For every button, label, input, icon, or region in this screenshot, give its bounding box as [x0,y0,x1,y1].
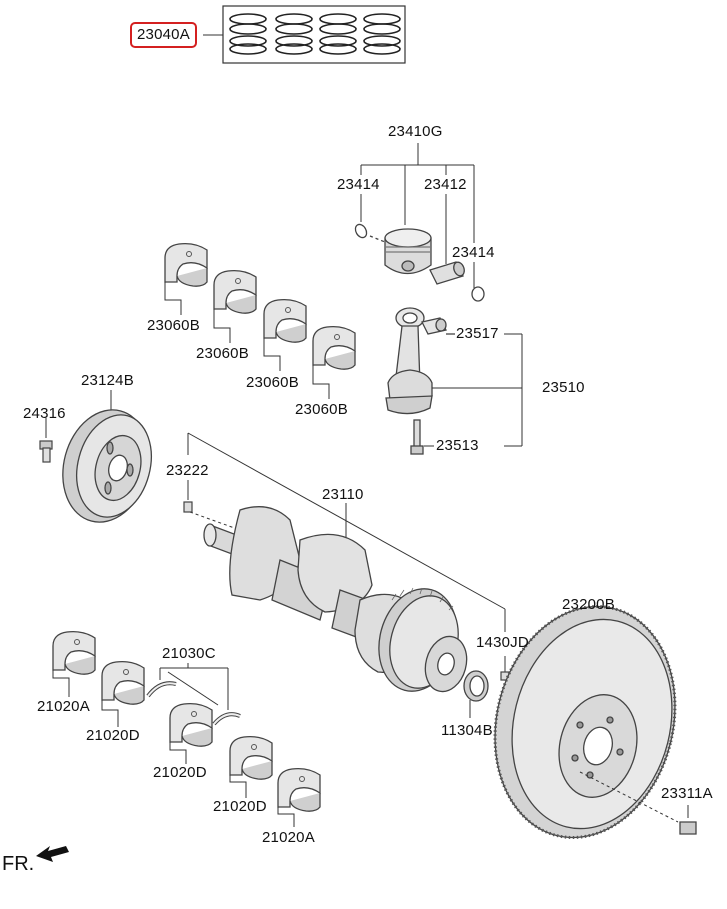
conrod-bearings [164,242,356,399]
label-flywheel[interactable]: 23200B [562,596,615,613]
label-key[interactable]: 1430JD [476,634,529,651]
oil-seal [463,670,489,718]
connecting-rod [385,307,455,455]
main-bearings [52,630,321,827]
label-pulley-bolt[interactable]: 24316 [23,405,66,422]
label-main-bearing-1[interactable]: 21020A [37,698,90,715]
label-main-bearing-4[interactable]: 21020D [213,798,267,815]
label-pin[interactable]: 23222 [166,462,209,479]
label-thrust-washer[interactable]: 21030C [162,645,216,662]
label-flywheel-bolt[interactable]: 23311A [661,785,713,802]
crankshaft [203,506,468,693]
flywheel [493,604,697,840]
label-crankshaft[interactable]: 23110 [322,486,364,503]
label-piston-assembly[interactable]: 23410G [388,123,443,140]
label-main-bearing-2[interactable]: 21020D [86,727,140,744]
label-conrod-bearing-1[interactable]: 23060B [147,317,200,334]
piston-leaders [360,143,475,288]
label-main-bearing-3[interactable]: 21020D [153,764,207,781]
label-conrod-bearing-2[interactable]: 23060B [196,345,249,362]
label-oil-seal[interactable]: 11304B [441,722,493,739]
label-conrod-bolt[interactable]: 23513 [436,437,479,454]
front-marker: FR. [2,853,35,875]
label-ring-set-23040a[interactable]: 23040A [130,22,197,48]
label-main-bearing-5[interactable]: 21020A [262,829,315,846]
label-pin-clip-left[interactable]: 23414 [337,176,380,193]
thrust-washers [146,663,241,726]
damper-pulley [62,390,152,523]
piston [354,223,485,302]
label-conrod-bearing-3[interactable]: 23060B [246,374,299,391]
front-arrow-icon [36,846,69,862]
piston-ring-set [203,5,406,64]
label-piston-pin[interactable]: 23412 [424,176,467,193]
conrod-leaders [424,333,523,447]
label-damper-pulley[interactable]: 23124B [81,372,134,389]
label-conrod-bearing-4[interactable]: 23060B [295,401,348,418]
label-conrod-assembly[interactable]: 23510 [542,379,585,396]
label-pin-clip-right[interactable]: 23414 [452,244,495,261]
label-conrod-bushing[interactable]: 23517 [456,325,499,342]
pulley-bolt [39,418,53,463]
